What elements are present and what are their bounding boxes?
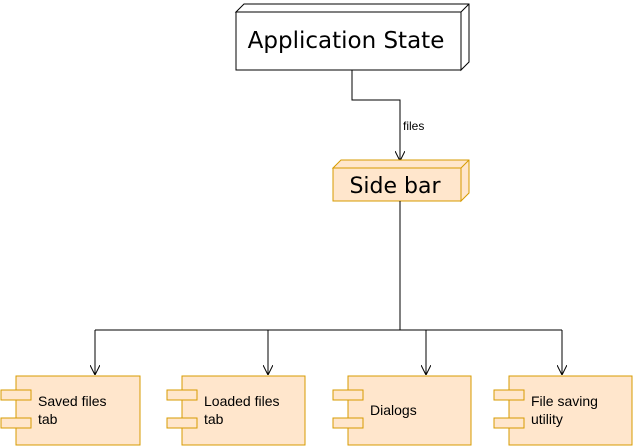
node-side-bar[interactable]: Side bar: [331, 159, 470, 203]
edge-sidebar-tree: [95, 201, 562, 374]
loaded-files-label-line2: tab: [204, 411, 224, 427]
node-saved-files-tab[interactable]: Saved files tab: [0, 375, 141, 446]
node-application-state[interactable]: Application State: [234, 3, 470, 72]
edge-files-label: files: [403, 119, 424, 133]
file-saving-label-line1: File saving: [531, 393, 598, 409]
application-state-label: Application State: [248, 28, 445, 54]
saved-files-label-line2: tab: [38, 411, 58, 427]
file-saving-label-line2: utility: [531, 411, 563, 427]
loaded-files-label-line1: Loaded files: [204, 393, 280, 409]
node-file-saving-utility[interactable]: File saving utility: [493, 375, 633, 446]
saved-files-label-line1: Saved files: [38, 393, 106, 409]
edge-app-to-sidebar: files: [351, 70, 424, 160]
node-dialogs[interactable]: Dialogs: [332, 375, 472, 446]
side-bar-label: Side bar: [349, 174, 441, 199]
node-loaded-files-tab[interactable]: Loaded files tab: [166, 375, 306, 446]
dialogs-label: Dialogs: [370, 402, 417, 418]
